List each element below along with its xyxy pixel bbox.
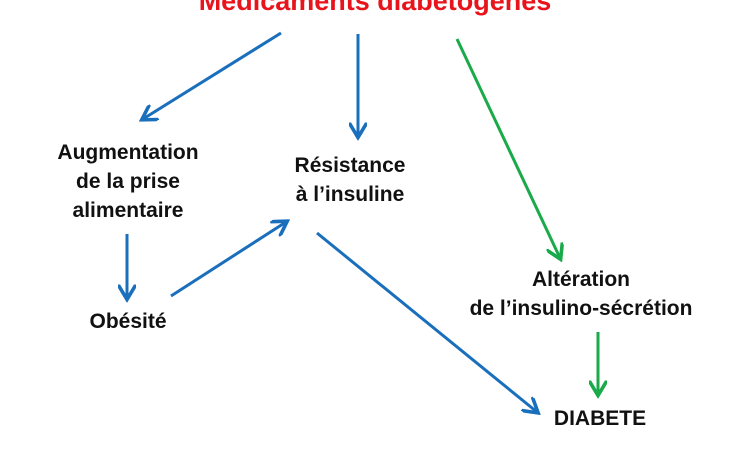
arrow-resistance-to-diabete	[316, 231, 537, 412]
arrow-obesite-to-resistance	[170, 222, 286, 298]
node-alteration-line-2: de l’insulino-sécrétion	[469, 297, 693, 320]
arrow-title-to-alteration	[455, 38, 560, 258]
node-resistance-line-2: à l’insuline	[295, 183, 405, 206]
node-resistance-line-1: Résistance	[294, 154, 406, 177]
node-augmentation-line-1: Augmentation	[57, 141, 199, 164]
node-augmentation-line-3: alimentaire	[72, 199, 184, 222]
node-augmentation-line-2: de la prise	[76, 170, 180, 193]
node-alteration-line-1: Altération	[531, 268, 630, 291]
node-diabete: DIABETE	[553, 407, 647, 430]
arrow-title-to-augmentation	[143, 31, 282, 119]
node-obesite: Obésité	[89, 310, 167, 333]
node-augmentation: Augmentation de la prise alimentaire	[28, 138, 228, 225]
node-resistance: Résistance à l’insuline	[250, 151, 450, 209]
node-alteration: Altération de l’insulino-sécrétion	[426, 265, 736, 323]
diagram-title: Médicaments diabétogènes	[198, 0, 552, 16]
